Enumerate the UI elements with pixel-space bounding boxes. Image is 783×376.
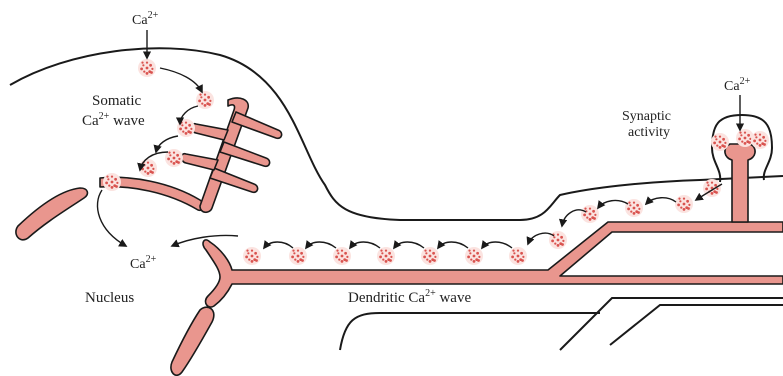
arrow-somatic-1 xyxy=(160,68,202,92)
calcium-puff xyxy=(549,231,567,249)
calcium-puff xyxy=(243,247,261,265)
calcium-puff xyxy=(289,247,307,265)
somatic-wave-label-line1: Somatic xyxy=(92,93,142,109)
arrow-dendrite-10 xyxy=(646,198,676,204)
calcium-puff xyxy=(421,247,439,265)
arrow-to-nucleus-left xyxy=(97,190,126,246)
calcium-puff xyxy=(509,247,527,265)
calcium-puff xyxy=(711,133,729,151)
arrow-dendrite-1 xyxy=(264,242,293,248)
er-fragment-lower xyxy=(171,307,214,375)
arrow-dendrite-3 xyxy=(350,242,380,248)
calcium-puff xyxy=(103,173,121,191)
synaptic-activity-label-line1: Synaptic xyxy=(622,109,671,124)
calcium-puff xyxy=(377,247,395,265)
er-comb-left-upper xyxy=(192,124,229,140)
arrow-dendrite-6 xyxy=(482,242,512,248)
er-spine-neck xyxy=(725,144,755,222)
er-dendrite-main xyxy=(203,222,783,307)
er-comb-left-lower xyxy=(182,154,219,170)
calcium-puff xyxy=(625,199,643,217)
ca-top-label: Ca2+ xyxy=(132,10,159,28)
dendrite-lower-membrane-right xyxy=(610,305,783,345)
calcium-puff xyxy=(581,205,599,223)
calcium-puff xyxy=(675,195,693,213)
er-fragment-left xyxy=(16,188,88,240)
arrow-dendrite-2 xyxy=(306,242,336,248)
arrow-dendrite-5 xyxy=(438,242,468,248)
calcium-puff xyxy=(465,247,483,265)
calcium-puff xyxy=(138,59,156,77)
arrow-dendrite-4 xyxy=(394,242,424,248)
ca-nucleus-label: Ca2+ xyxy=(130,254,157,272)
dendritic-wave-label: Dendritic Ca2+ wave xyxy=(348,288,471,306)
ca-right-label: Ca2+ xyxy=(724,76,751,94)
calcium-puff xyxy=(139,159,157,177)
er-comb-tooth-top xyxy=(232,112,282,138)
calcium-puff xyxy=(751,131,769,149)
calcium-puff xyxy=(333,247,351,265)
synaptic-activity-label-line2: activity xyxy=(628,125,670,140)
nucleus-label: Nucleus xyxy=(85,290,134,306)
dendrite-lower-membrane-left xyxy=(340,313,600,350)
arrow-dendrite-9 xyxy=(598,201,628,208)
somatic-wave-label-line2: Ca2+ wave xyxy=(82,111,145,129)
calcium-puff xyxy=(196,91,214,109)
